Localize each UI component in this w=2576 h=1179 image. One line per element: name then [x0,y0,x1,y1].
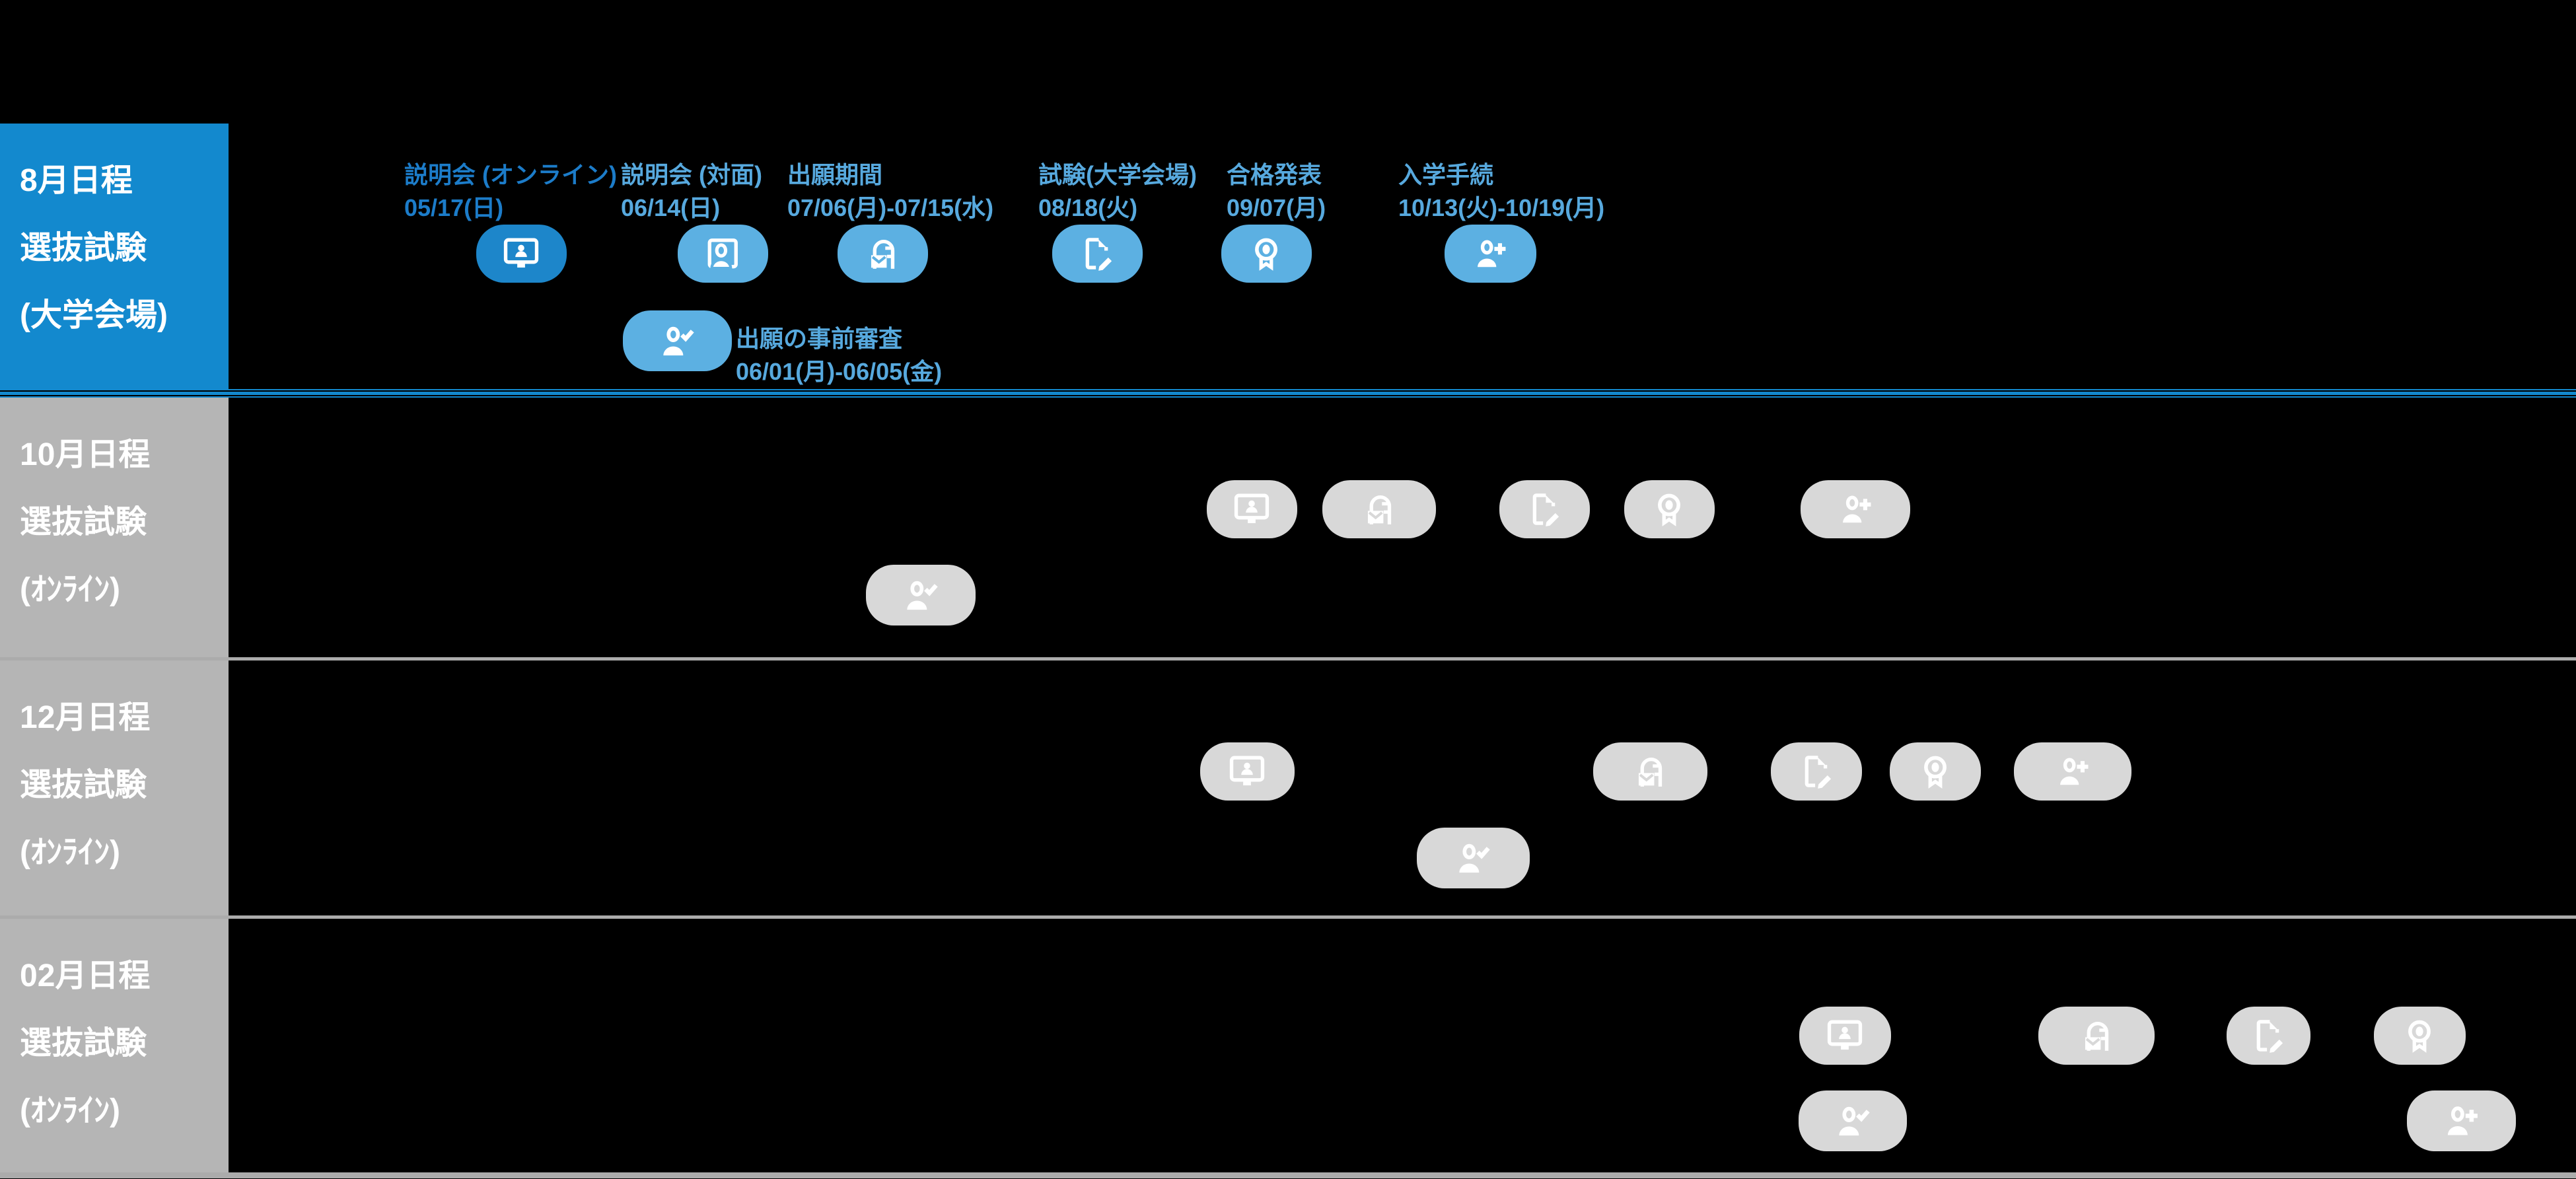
divider-october [0,657,2576,661]
step-title: 説明会 (オンライン) [404,161,617,188]
step-pill-exam [1499,480,1590,538]
monitor-person-icon [1226,750,1268,793]
step-pill-exam [2226,1007,2310,1065]
step-pill-application [837,225,928,283]
mailbox-icon [1358,488,1400,530]
step-date: 09/07(月) [1227,194,1326,221]
step-pill-onsite-briefing [677,225,768,283]
monitor-person-icon [1824,1015,1866,1057]
frame-person-icon [701,232,744,275]
row-header-line: 12月日程 [20,700,151,735]
step-title: 合格発表 [1227,161,1322,188]
row-header-line: 10月日程 [20,437,151,472]
row-header-december: 12月日程選抜試験 (ｵﾝﾗｲﾝ) [0,661,229,915]
step-pill-pre-screening [622,310,732,371]
step-label-exam-campus: 試験(大学会場) 08/18(火) [1038,159,1197,225]
step-pill-online-briefing [1206,480,1297,538]
person-add-icon [2439,1098,2484,1143]
row-header-line: (ｵﾝﾗｲﾝ) [20,1093,120,1128]
step-pill-pre-screening [1799,1090,1907,1151]
step-label-results: 合格発表 09/07(月) [1227,159,1326,225]
row-header-line: 選抜試験 [20,768,147,803]
person-add-icon [1469,232,1511,275]
mailbox-icon [1629,750,1671,793]
step-date: 07/06(月)-07/15(水) [787,194,994,221]
step-pill-pre-screening [1416,828,1530,888]
mailbox-icon [861,232,904,275]
person-check-icon [898,573,943,618]
step-pill-exam [1052,225,1143,283]
row-header-october: 10月日程選抜試験 (ｵﾝﾗｲﾝ) [0,398,229,657]
step-title: 入学手続 [1398,161,1494,188]
step-label-enrollment: 入学手続 10/13(火)-10/19(月) [1398,159,1604,225]
document-edit-icon [1795,750,1838,793]
step-pill-results [1624,480,1715,538]
row-header-line: 選抜試験 [20,505,147,540]
step-pill-pre-screening [866,565,976,625]
step-date: 06/01(月)-06/05(金) [736,358,943,385]
row-header-line: 選抜試験 [20,231,147,266]
monitor-person-icon [500,232,542,275]
row-header-line: (ｵﾝﾗｲﾝ) [20,572,120,607]
award-icon [1648,488,1690,530]
row-header-line: (大学会場) [20,298,168,333]
step-date: 06/14(日) [621,194,721,221]
step-pill-online-briefing [476,225,567,283]
monitor-person-icon [1231,488,1273,530]
step-title: 説明会 (対面) [621,161,762,188]
step-pill-exam [1771,742,1862,801]
document-edit-icon [1076,232,1118,275]
person-check-icon [1450,836,1495,880]
document-edit-icon [1523,488,1565,530]
row-header-february: 02月日程選抜試験 (ｵﾝﾗｲﾝ) [0,919,229,1172]
step-pill-application [2038,1007,2155,1065]
step-label-briefing-online: 説明会 (オンライン) 05/17(日) [404,159,617,225]
step-pill-enrollment [1801,480,1910,538]
divider-december [0,915,2576,919]
award-icon [2398,1015,2441,1057]
step-pill-online-briefing [1199,742,1295,801]
mailbox-icon [2075,1015,2118,1057]
step-pill-enrollment [1444,225,1536,283]
step-label-application-period: 出願期間 07/06(月)-07/15(水) [787,159,993,225]
step-title: 出願期間 [787,161,883,188]
step-date: 10/13(火)-10/19(月) [1398,194,1605,221]
row-header-august: 8月日程選抜試験 (大学会場) [0,124,229,389]
document-edit-icon [2247,1015,2289,1057]
step-date: 05/17(日) [404,194,504,221]
step-pill-enrollment [2406,1090,2516,1151]
step-pill-results [1890,742,1981,801]
step-label-briefing-onsite: 説明会 (対面) 06/14(日) [621,159,762,225]
row-header-line: (ｵﾝﾗｲﾝ) [20,835,120,870]
divider-august [0,389,2576,398]
step-date: 08/18(火) [1038,194,1138,221]
step-pill-enrollment [2014,742,2131,801]
award-icon [1914,750,1956,793]
step-title: 出願の事前審査 [736,325,903,352]
award-icon [1245,232,1287,275]
step-pill-results [2373,1007,2466,1065]
person-check-icon [655,318,699,363]
person-add-icon [2052,750,2094,793]
person-add-icon [1834,488,1877,530]
step-pill-results [1221,225,1312,283]
row-header-line: 02月日程 [20,958,151,993]
step-pill-online-briefing [1799,1007,1891,1065]
step-title: 試験(大学会場) [1038,161,1197,188]
step-pill-application [1322,480,1436,538]
step-pill-application [1592,742,1707,801]
step-label-pre-screening: 出願の事前審査 06/01(月)-06/05(金) [736,322,942,388]
row-header-line: 8月日程 [20,163,133,198]
row-header-line: 選抜試験 [20,1026,147,1061]
divider-bottom [0,1172,2576,1178]
person-check-icon [1830,1098,1875,1143]
